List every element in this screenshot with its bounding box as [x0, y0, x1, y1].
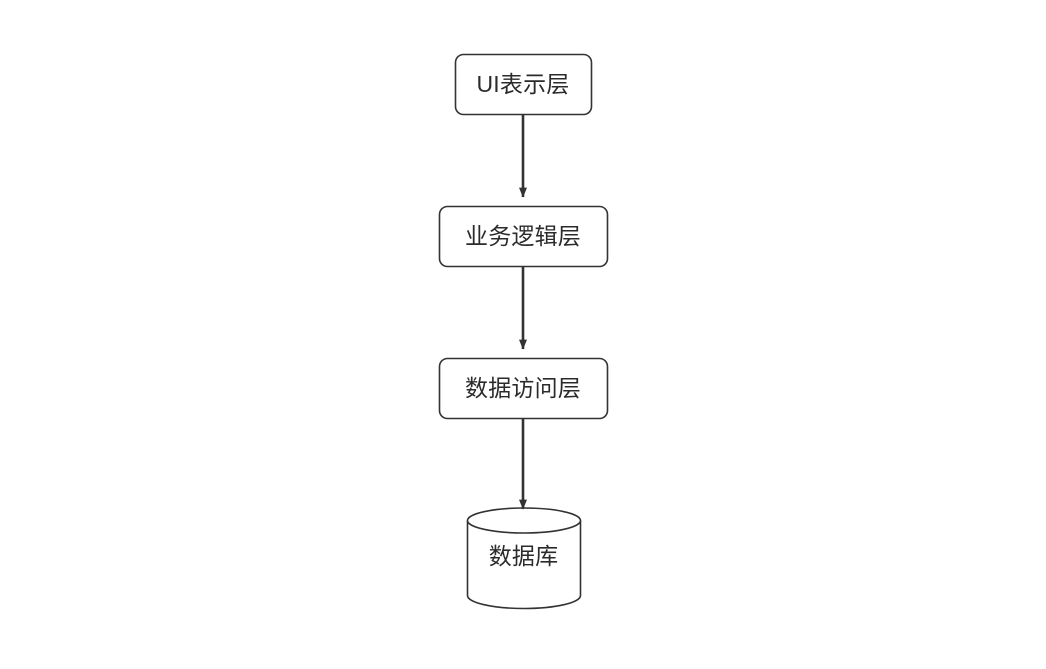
node-label-ui-presentation-layer: UI表示层 — [476, 70, 570, 97]
node-label-database: 数据库 — [488, 542, 559, 569]
node-label-business-logic-layer: 业务逻辑层 — [465, 222, 581, 249]
node-database[interactable] — [466, 507, 582, 610]
node-label-data-access-layer: 数据访问层 — [465, 374, 581, 401]
database-top-ellipse — [466, 507, 582, 534]
